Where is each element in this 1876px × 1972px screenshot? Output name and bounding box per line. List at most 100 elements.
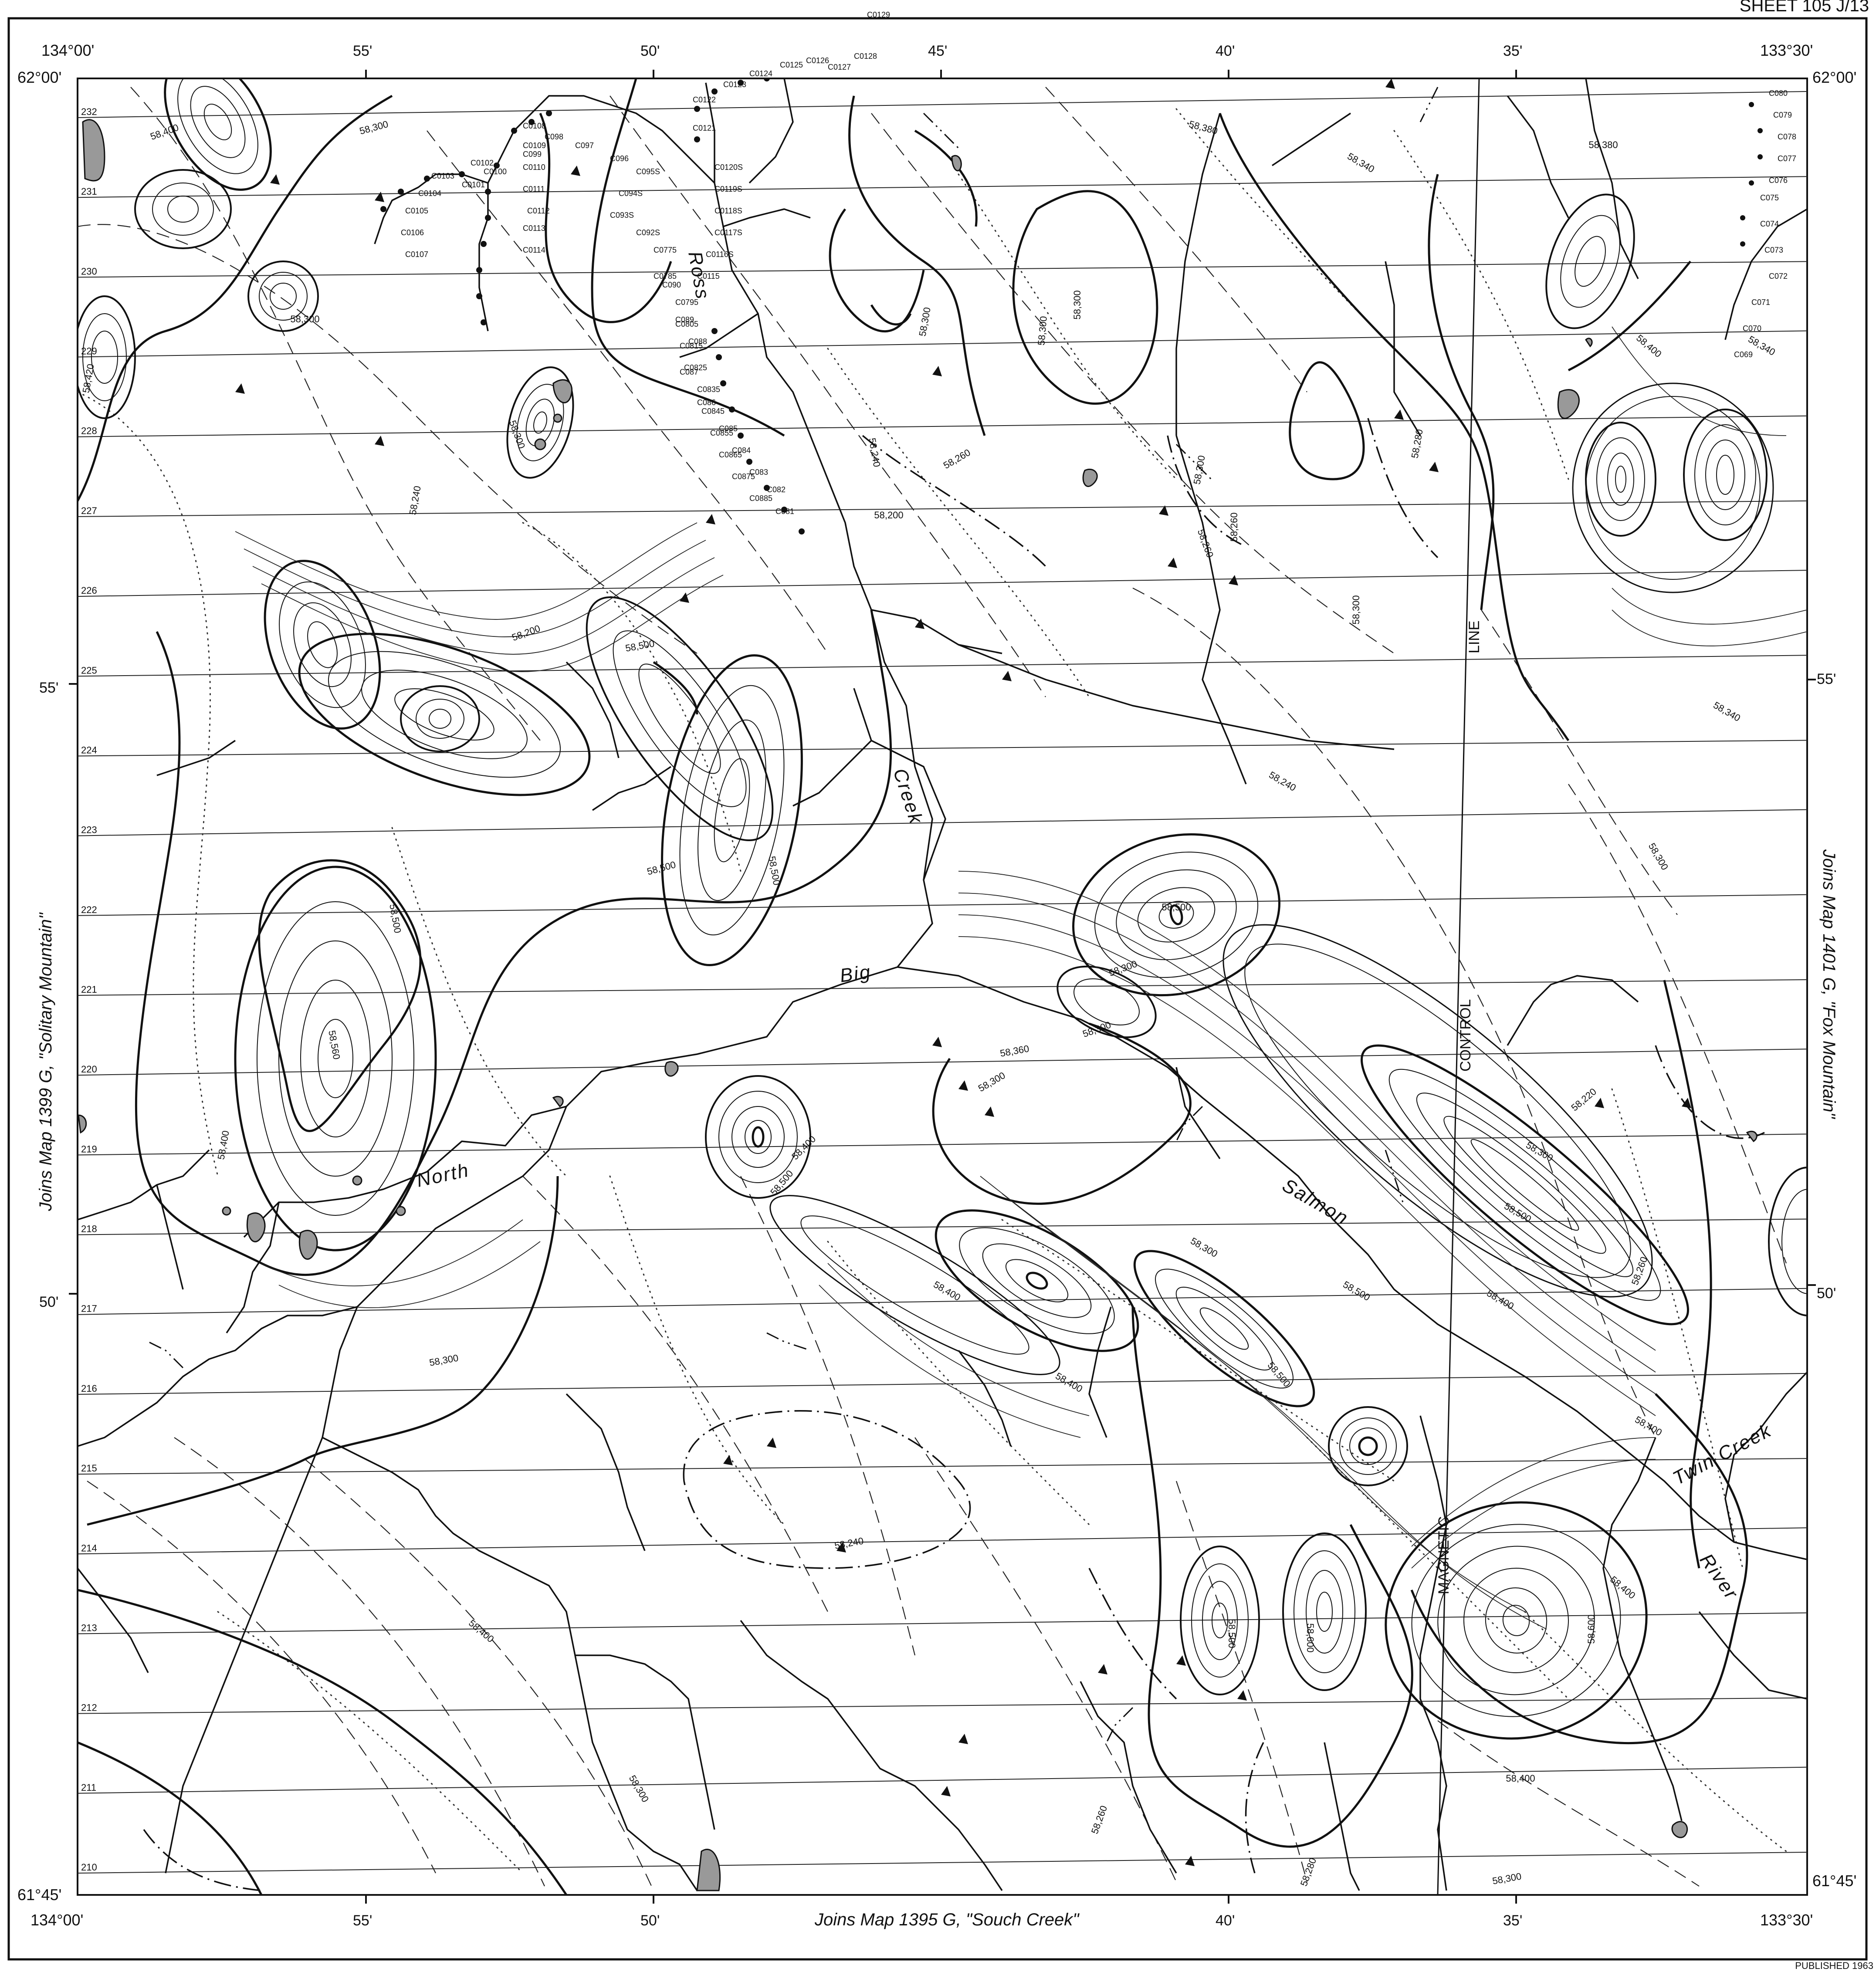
magnetic-control-line	[1437, 78, 1480, 1895]
station-labels: C0129C0128C0127C0126C0125C0124C0123C0122…	[401, 10, 1796, 516]
station-label: C0101	[462, 180, 485, 189]
station-label: C0885	[749, 494, 772, 503]
flight-line-number: 230	[81, 266, 97, 277]
contour-label: 58,400	[1506, 1773, 1535, 1784]
station-label: C0109	[523, 141, 546, 150]
contours-dashed	[78, 87, 1787, 1891]
contour-label: 58,300	[1036, 316, 1049, 346]
station-label: C092S	[636, 228, 660, 237]
flight-line-labels: 2322312302292282272262252242232222212202…	[81, 106, 97, 1873]
contour-label: 58,300	[1072, 290, 1083, 319]
top-tick: 45'	[928, 43, 947, 59]
station-label: C087	[680, 368, 698, 376]
sheet-header: SHEET 105 J/13	[1740, 0, 1869, 15]
station-label: C0875	[732, 472, 755, 481]
flight-line-number: 213	[81, 1623, 97, 1634]
left-tick: 50'	[39, 1294, 58, 1310]
joins-bottom: Joins Map 1395 G, "Souch Creek"	[814, 1910, 1080, 1929]
station-label: C0113	[523, 224, 545, 233]
contour-label: 58,600	[1586, 1614, 1597, 1644]
flight-line-number: 216	[81, 1383, 97, 1394]
flight-line-number: 229	[81, 346, 97, 357]
station-label: C084	[732, 446, 751, 455]
boundary-trails	[148, 87, 1439, 1743]
flight-line-number: 231	[81, 186, 97, 197]
station-label: C078	[1778, 132, 1796, 141]
station-label: C0128	[854, 52, 877, 61]
station-label: C082	[767, 485, 786, 494]
station-label: C0103	[431, 172, 454, 180]
right-tick: 50'	[1817, 1285, 1836, 1302]
station-label: C0120S	[715, 163, 743, 172]
station-label: C088	[688, 337, 707, 346]
station-label: C0111	[523, 185, 545, 193]
station-label: C075	[1760, 193, 1779, 202]
station-label: C080	[1769, 89, 1788, 98]
station-label: C0100	[484, 167, 507, 176]
station-label: C0127	[828, 63, 851, 71]
station-label: C095S	[636, 167, 660, 176]
station-label: C0123	[723, 80, 746, 89]
top-tick: 50'	[640, 43, 660, 59]
station-label: C0805	[675, 320, 698, 328]
hachure-ticks	[235, 78, 1691, 1866]
corner-top-left-lat: 62°00'	[17, 68, 61, 86]
station-label: C0825	[684, 363, 707, 372]
top-tick: 55'	[353, 43, 372, 59]
frame-ticks	[69, 70, 1816, 1904]
station-label: C0110	[523, 163, 545, 172]
station-label: C079	[1773, 111, 1792, 119]
contour-label: 58,500	[1161, 902, 1191, 913]
survey-stations	[380, 78, 1763, 534]
contours-bold	[78, 78, 1748, 1895]
joins-left: Joins Map 1399 G, "Solitary Mountain"	[36, 912, 55, 1211]
left-tick: 55'	[39, 680, 58, 696]
label-control-line-line: LINE	[1466, 620, 1483, 653]
station-label: C076	[1769, 176, 1788, 185]
bottom-tick: 55'	[353, 1912, 372, 1929]
flight-line-number: 214	[81, 1542, 97, 1553]
station-label: C0102	[471, 159, 494, 167]
contours-fine	[235, 326, 1807, 1630]
corner-top-left-lon: 134°00'	[41, 41, 94, 59]
station-label: C0121	[693, 124, 716, 132]
corner-bottom-right-lat: 61°45'	[1812, 1872, 1856, 1890]
contour-label: 58,200	[874, 510, 903, 521]
flight-line-number: 232	[81, 106, 97, 117]
flight-line-number: 227	[81, 505, 97, 516]
flight-line-number: 222	[81, 904, 97, 915]
station-label: C089	[675, 315, 694, 324]
station-label: C0855	[710, 429, 733, 437]
flight-line-number: 225	[81, 665, 97, 676]
label-big: Big	[839, 961, 873, 987]
station-label: C0112	[527, 206, 550, 215]
station-label: C0105	[405, 206, 428, 215]
station-label: C0815	[680, 342, 703, 350]
bottom-tick: 35'	[1503, 1912, 1522, 1929]
station-label: C070	[1743, 324, 1761, 333]
joins-right: Joins Map 1401 G, "Fox Mountain"	[1819, 849, 1839, 1119]
bottom-tick: 50'	[640, 1912, 660, 1929]
published-note: PUBLISHED 1963	[1795, 1960, 1873, 1971]
right-tick: 55'	[1817, 671, 1836, 687]
station-label: C0107	[405, 250, 428, 259]
station-label: C0122	[693, 95, 716, 104]
flight-line-number: 219	[81, 1143, 97, 1154]
station-label: C0115	[697, 272, 720, 281]
station-label: C086	[697, 398, 716, 407]
station-label: C069	[1734, 350, 1753, 359]
map-frame	[77, 78, 1808, 1896]
top-tick: 35'	[1503, 43, 1522, 59]
station-label: C0835	[697, 385, 720, 394]
flight-line-number: 217	[81, 1303, 97, 1314]
station-label: C0117S	[715, 228, 742, 237]
outer-neatline	[7, 17, 1868, 1961]
station-label: C081	[775, 507, 794, 516]
flight-line-number: 220	[81, 1064, 97, 1075]
station-label: C071	[1751, 298, 1770, 307]
contour-label: 58,500	[1226, 1619, 1237, 1648]
station-label: C0119S	[715, 185, 742, 193]
station-label: C098	[545, 132, 563, 141]
contour-label: 58,300	[1351, 595, 1361, 624]
corner-top-right-lon: 133°30'	[1760, 41, 1813, 59]
